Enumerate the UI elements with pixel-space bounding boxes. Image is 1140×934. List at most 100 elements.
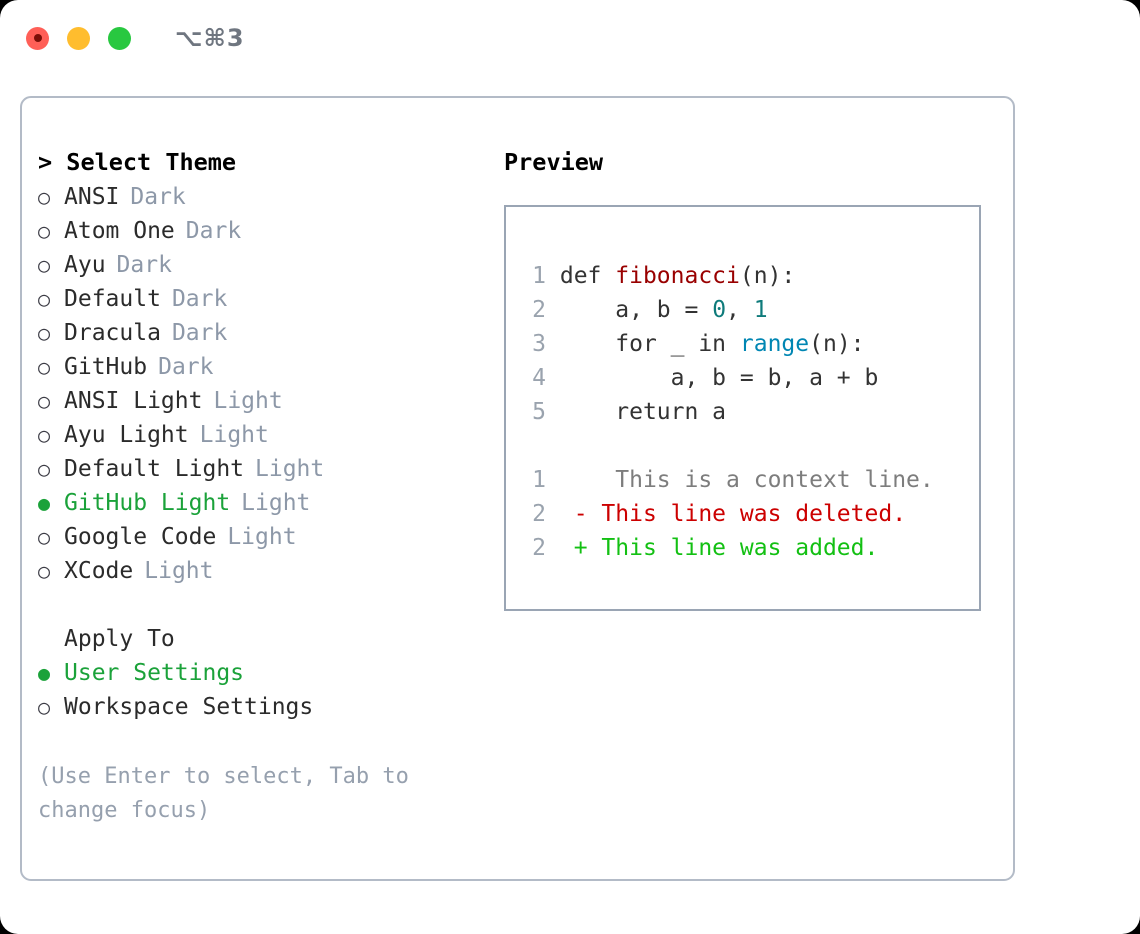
- theme-category-badge: Light: [241, 490, 311, 516]
- radio-unselected-icon: ○: [38, 525, 51, 549]
- preview-heading: Preview: [504, 148, 604, 176]
- radio-unselected-icon: ○: [38, 219, 51, 243]
- apply-to-option-label: Workspace Settings: [64, 694, 314, 720]
- radio-unselected-icon: ○: [38, 389, 51, 413]
- minimize-window-button[interactable]: [67, 26, 90, 50]
- code-token-plain: def: [559, 263, 616, 289]
- line-number: 2: [532, 535, 546, 561]
- traffic-light-group: [26, 26, 131, 50]
- apply-to-option-user-settings[interactable]: ●User Settings: [38, 656, 487, 690]
- preview-pane: Preview 1 def fibonacci(n):2 a, b = 0, 1…: [487, 144, 1013, 879]
- keyboard-shortcut-label: ⌥⌘3: [175, 24, 245, 52]
- theme-option-default-light[interactable]: ○ Default Light Light: [38, 452, 487, 486]
- theme-option-dracula[interactable]: ○ Dracula Dark: [38, 316, 487, 350]
- line-number: 5: [532, 399, 546, 425]
- diff-line-added: 2 + This line was added.: [524, 531, 979, 565]
- theme-option-label: Default: [64, 286, 161, 312]
- apply-to-options[interactable]: ●User Settings ○ Workspace Settings: [38, 656, 487, 724]
- code-token-plain: return a: [559, 399, 727, 425]
- line-number: 1: [532, 467, 546, 493]
- theme-option-github-light[interactable]: ● GitHub Light Light: [38, 486, 487, 520]
- theme-option-label: Google Code: [64, 524, 217, 550]
- diff-line-deleted: 2 - This line was deleted.: [524, 497, 979, 531]
- preview-spacer: [524, 429, 979, 463]
- code-line: 5 return a: [524, 395, 979, 429]
- theme-option-google-code[interactable]: ○ Google Code Light: [38, 520, 487, 554]
- theme-category-badge: Dark: [130, 184, 186, 210]
- theme-option-label: Ayu: [64, 252, 106, 278]
- radio-unselected-icon: ○: [38, 423, 51, 447]
- theme-category-badge: Dark: [171, 286, 228, 312]
- keyboard-hint-text: (Use Enter to select, Tab to change focu…: [38, 764, 423, 823]
- apply-to-option-workspace-settings[interactable]: ○ Workspace Settings: [38, 690, 487, 724]
- close-icon: [33, 34, 42, 42]
- diff-text: This line was deleted.: [587, 501, 907, 527]
- diff-text: This is a context line.: [587, 467, 934, 493]
- theme-option-label: Ayu Light: [64, 422, 189, 448]
- radio-unselected-icon: ○: [38, 185, 51, 209]
- diff-sign: -: [573, 501, 588, 527]
- theme-option-default[interactable]: ○ Default Dark: [38, 282, 487, 316]
- radio-unselected-icon: ○: [38, 253, 51, 277]
- theme-option-label: GitHub: [64, 354, 148, 380]
- diff-line-context: 1 This is a context line.: [524, 463, 979, 497]
- theme-category-badge: Dark: [185, 218, 242, 244]
- theme-category-badge: Light: [255, 456, 325, 482]
- code-token-plain: for _ in: [559, 331, 740, 357]
- code-token-num: 1: [753, 297, 768, 323]
- radio-unselected-icon: ○: [38, 287, 51, 311]
- theme-option-label: Atom One: [64, 218, 175, 244]
- theme-option-label: ANSI: [64, 184, 120, 210]
- theme-option-label: Dracula: [64, 320, 161, 346]
- theme-option-atom-one[interactable]: ○ Atom One Dark: [38, 214, 487, 248]
- theme-option-label: GitHub Light: [64, 490, 231, 516]
- radio-unselected-icon: ○: [38, 559, 51, 583]
- code-token-plain: (n):: [809, 331, 865, 357]
- theme-category-badge: Dark: [171, 320, 228, 346]
- line-number: 4: [532, 365, 546, 391]
- code-token-fn: fibonacci: [615, 263, 740, 289]
- theme-category-badge: Dark: [158, 354, 214, 380]
- theme-category-badge: Light: [213, 388, 283, 414]
- diff-sample: 1 This is a context line.2 - This line w…: [524, 463, 979, 565]
- code-token-num: 0: [712, 297, 727, 323]
- theme-category-badge: Light: [199, 422, 269, 448]
- maximize-window-button[interactable]: [108, 26, 131, 50]
- diff-text: This line was added.: [587, 535, 879, 561]
- radio-unselected-icon: ○: [38, 457, 51, 481]
- radio-unselected-icon: ○: [38, 321, 51, 345]
- apply-to-heading: Apply To: [64, 626, 175, 652]
- radio-selected-icon: ●: [38, 491, 51, 515]
- code-line: 2 a, b = 0, 1: [524, 293, 979, 327]
- theme-option-ansi[interactable]: ○ ANSI Dark: [38, 180, 487, 214]
- theme-category-badge: Light: [144, 558, 214, 584]
- code-line: 3 for _ in range(n):: [524, 327, 979, 361]
- close-window-button[interactable]: [26, 26, 49, 50]
- code-token-plain: (n):: [739, 263, 796, 289]
- title-bar: ⌥⌘3: [0, 0, 1140, 76]
- radio-unselected-icon: ○: [38, 355, 51, 379]
- diff-sign: [574, 467, 588, 493]
- theme-category-badge: Dark: [116, 252, 172, 278]
- theme-option-ayu[interactable]: ○ Ayu Dark: [38, 248, 487, 282]
- radio-unselected-icon: ○: [38, 695, 51, 719]
- radio-selected-icon: ●: [38, 661, 51, 685]
- theme-option-github[interactable]: ○ GitHub Dark: [38, 350, 487, 384]
- theme-option-ansi-light[interactable]: ○ ANSI Light Light: [38, 384, 487, 418]
- theme-option-ayu-light[interactable]: ○ Ayu Light Light: [38, 418, 487, 452]
- theme-category-badge: Light: [227, 524, 297, 550]
- code-token-plain: a, b =: [559, 297, 713, 323]
- theme-option-label: ANSI Light: [64, 388, 203, 414]
- diff-sign: +: [573, 535, 588, 561]
- line-number: 2: [532, 501, 546, 527]
- theme-option-label: Default Light: [64, 456, 245, 482]
- code-line: 1 def fibonacci(n):: [524, 259, 979, 293]
- line-number: 2: [532, 297, 546, 323]
